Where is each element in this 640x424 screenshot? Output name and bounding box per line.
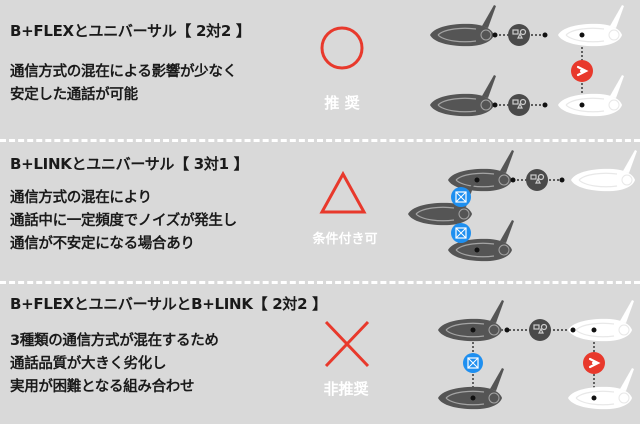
divider <box>0 139 640 142</box>
desc-line: 通信が不安定になる場合あり <box>10 236 195 252</box>
universal-link-icon <box>581 350 607 376</box>
headset-bflex-icon <box>429 74 497 117</box>
section-1-title: B+FLEXとユニバーサル【 2対2 】 <box>10 22 251 40</box>
headset-universal-icon <box>567 299 635 342</box>
headset-universal-icon <box>557 4 625 47</box>
blink-link-icon <box>450 186 472 208</box>
desc-line: 3種類の通信方式が混在するため <box>10 333 219 349</box>
hub-icon <box>507 93 531 117</box>
section-1-verdict: 推 奨 <box>324 94 360 112</box>
circle-symbol <box>320 26 364 70</box>
headset-universal-icon <box>570 149 638 192</box>
headset-icon <box>437 299 505 342</box>
section-3-description: 3種類の通信方式が混在するため 通話品質が大きく劣化し 実用が困難となる組み合わ… <box>10 330 219 399</box>
headset-bflex-icon <box>429 4 497 47</box>
section-2-description: 通信方式の混在により 通話中に一定頻度でノイズが発生し 通信が不安定になる場合あ… <box>10 187 237 256</box>
headset-universal-icon <box>557 74 625 117</box>
section-3-title: B+FLEXとユニバーサルとB+LINK【 2対2 】 <box>10 295 327 313</box>
desc-line: 実用が困難となる組み合わせ <box>10 379 195 395</box>
triangle-symbol <box>319 170 367 214</box>
hub-icon <box>507 23 531 47</box>
desc-line: 安定した通話が可能 <box>10 87 138 103</box>
desc-line: 通話中に一定頻度でノイズが発生し <box>10 213 237 229</box>
headset-blink-icon <box>447 149 515 192</box>
desc-line: 通話品質が大きく劣化し <box>10 356 167 372</box>
section-3-verdict: 非推奨 <box>323 380 369 398</box>
desc-line: 通信方式の混在により <box>10 190 152 206</box>
cross-symbol <box>324 320 370 368</box>
section-2-verdict: 条件付き可 <box>312 232 378 247</box>
desc-line: 通信方式の混在による影響が少なく <box>10 64 237 80</box>
divider <box>0 281 640 284</box>
blink-link-icon <box>450 222 472 244</box>
section-2-title: B+LINKとユニバーサル【 3対1 】 <box>10 155 249 173</box>
headset-icon <box>437 367 505 410</box>
headset-universal-icon <box>567 367 635 410</box>
universal-link-icon <box>569 58 595 84</box>
blink-link-icon <box>462 352 484 374</box>
hub-icon <box>525 168 549 192</box>
section-1-description: 通信方式の混在による影響が少なく 安定した通話が可能 <box>10 61 237 107</box>
links <box>495 34 583 106</box>
hub-icon <box>528 318 552 342</box>
